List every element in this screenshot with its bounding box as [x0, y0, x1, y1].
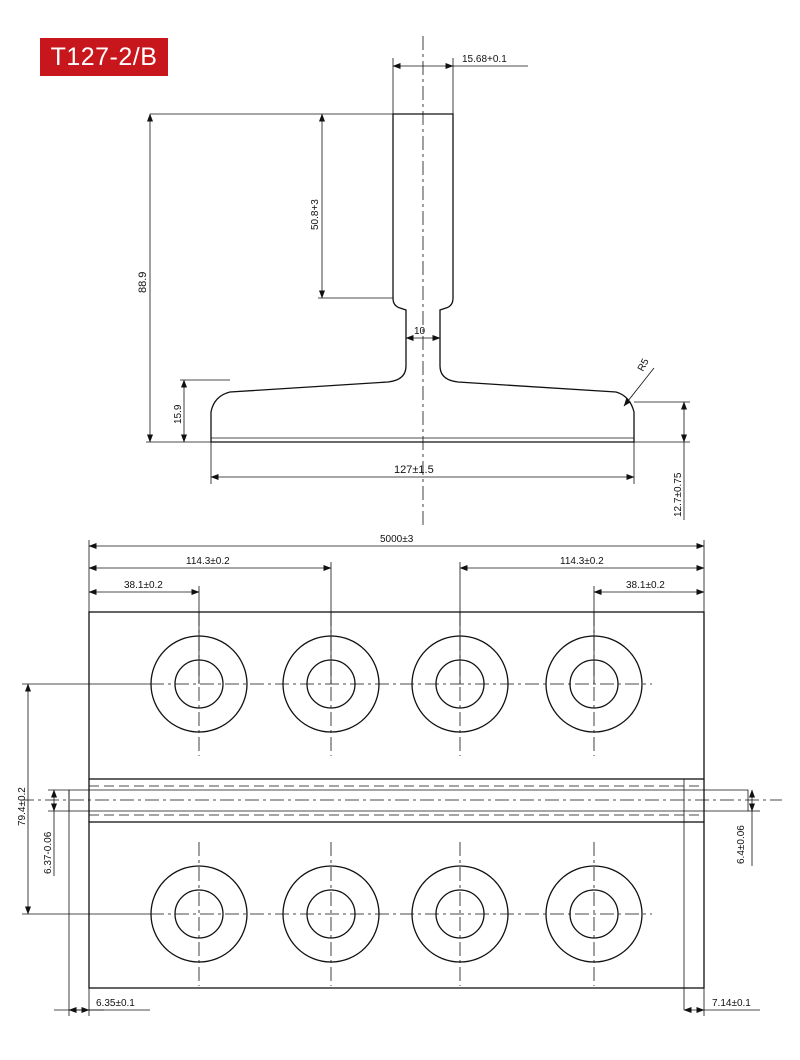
offset-right-label: 38.1±0.2	[626, 580, 665, 591]
base-thickness-label: 12.7±0.75	[673, 472, 684, 517]
total-length-label: 5000±3	[380, 534, 414, 545]
pitch-right-label: 114.3±0.2	[560, 556, 604, 567]
radius-leader-line	[623, 367, 655, 407]
plan-view: 5000±3 114.3±0.2 114.3±0.2 38.1±0.2 38.1…	[17, 534, 782, 1016]
width-label: 79.4±0.2	[17, 787, 28, 826]
profile-view: 15.68+0.1 50.8+3 88.9 10 R5 15.9 127±1.5…	[137, 36, 690, 528]
base-width-label: 127±1.5	[394, 464, 434, 476]
groove-right-label: 6.4±0.06	[736, 825, 747, 864]
total-height-label: 88.9	[137, 272, 149, 293]
hole	[150, 842, 248, 986]
drawing-title-badge: T127-2/B	[40, 38, 168, 76]
hole	[545, 842, 643, 986]
pitch-left-label: 114.3±0.2	[186, 556, 230, 567]
lower-plate	[88, 821, 705, 989]
end-right-label: 7.14±0.1	[712, 998, 751, 1009]
t-profile-outline	[210, 113, 635, 443]
offset-left-label: 38.1±0.2	[124, 580, 163, 591]
upper-plate	[88, 611, 705, 780]
right-tab	[704, 789, 749, 812]
hole-grid	[150, 612, 643, 986]
radius-label: R5	[636, 357, 652, 374]
foot-height-label: 15.9	[173, 404, 184, 424]
left-tab	[68, 789, 89, 812]
groove-left-label: 6.37-0.06	[43, 831, 54, 874]
stem-length-label: 50.8+3	[310, 199, 321, 230]
hole	[411, 842, 509, 986]
top-width-label: 15.68+0.1	[462, 54, 507, 65]
end-left-label: 6.35±0.1	[96, 998, 135, 1009]
neck-width-label: 10	[414, 326, 426, 337]
hole	[282, 842, 380, 986]
